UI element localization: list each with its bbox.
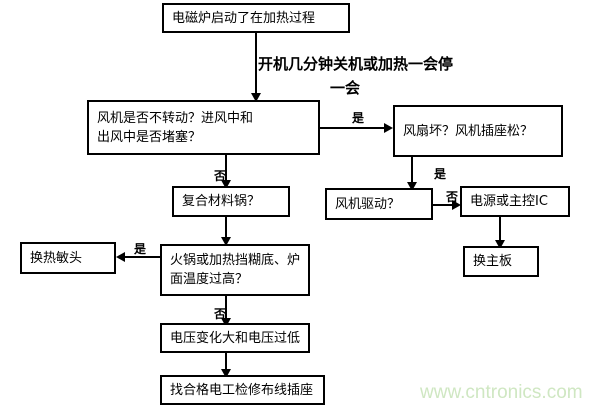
edge-fanbroken-to-fandrive-arrow (407, 182, 417, 191)
edge-overheat-to-thermistor-arrow (116, 252, 125, 262)
node-power-ic-label: 电源或主控IC (470, 194, 548, 209)
node-fan-check-label: 风机是否不转动？进风中和 出风中是否堵塞？ (97, 110, 254, 145)
edge-composite-to-overheat-line (225, 217, 227, 242)
edge-label-yes-fan: 是 (352, 111, 365, 125)
edge-label-yes-overheat: 是 (134, 242, 147, 256)
node-composite-pot-label: 复合材料锅？ (182, 194, 261, 209)
edge-label-no-fan: 否 (214, 169, 227, 183)
edge-voltage-to-electrician-arrow (221, 369, 231, 378)
annotation-line-2: 一会 (330, 79, 361, 97)
node-voltage[interactable]: 电压变化大和电压过低 (160, 323, 310, 353)
edge-poweric-to-mainboard-arrow (495, 240, 505, 249)
edge-composite-to-overheat-arrow (221, 237, 231, 246)
node-composite-pot[interactable]: 复合材料锅？ (172, 186, 290, 217)
node-fan-drive[interactable]: 风机驱动？ (325, 188, 433, 220)
edge-overheat-to-thermistor-line (125, 256, 162, 258)
edge-fanbroken-to-fandrive-line (411, 157, 413, 186)
edge-fancheck-to-fanbroken-arrow (384, 123, 393, 133)
node-fan-drive-label: 风机驱动？ (335, 196, 401, 212)
node-replace-mainboard[interactable]: 换主板 (463, 246, 539, 277)
node-replace-thermistor[interactable]: 换热敏头 (20, 242, 116, 274)
edge-start-to-fancheck-arrow (251, 93, 261, 102)
node-fan-broken[interactable]: 风扇坏？风机插座松？ (393, 105, 563, 157)
node-voltage-label: 电压变化大和电压过低 (170, 330, 301, 346)
node-start[interactable]: 电磁炉启动了在加热过程 (162, 3, 350, 33)
edge-voltage-to-electrician-line (225, 353, 227, 375)
edge-fancheck-to-fanbroken-line (320, 127, 386, 129)
edge-overheat-to-voltage-line (225, 296, 227, 323)
node-replace-mainboard-label: 换主板 (473, 254, 513, 269)
node-start-label: 电磁炉启动了在加热过程 (172, 10, 316, 26)
node-overheat-label: 火锅或加热挡糊底、炉 面温度过高？ (170, 253, 301, 287)
node-fan-check[interactable]: 风机是否不转动？进风中和 出风中是否堵塞？ (87, 100, 320, 155)
node-electrician[interactable]: 找合格电工检修布线插座 (160, 375, 325, 405)
node-power-ic[interactable]: 电源或主控IC (460, 186, 570, 217)
node-overheat[interactable]: 火锅或加热挡糊底、炉 面温度过高？ (160, 244, 310, 296)
node-replace-thermistor-label: 换热敏头 (30, 250, 83, 266)
edge-label-no-overheat: 否 (214, 307, 227, 321)
edge-overheat-to-voltage-arrow (221, 318, 231, 327)
edge-fandrive-to-poweric-line (433, 204, 458, 206)
edge-fancheck-to-composite-line (225, 155, 227, 184)
edge-fandrive-to-poweric-arrow (452, 200, 461, 210)
node-electrician-label: 找合格电工检修布线插座 (170, 382, 314, 398)
site-watermark: www.cntronics.com (420, 382, 583, 403)
edge-start-to-fancheck-line (255, 33, 257, 95)
edge-label-no-drive: 否 (446, 190, 459, 204)
edge-poweric-to-mainboard-line (499, 217, 501, 245)
edge-label-yes-drive: 是 (434, 167, 447, 181)
node-fan-broken-label: 风扇坏？风机插座松？ (403, 123, 534, 139)
annotation-line-1: 开机几分钟关机或加热一会停 (258, 55, 454, 73)
edge-fancheck-to-composite-arrow (221, 180, 231, 189)
